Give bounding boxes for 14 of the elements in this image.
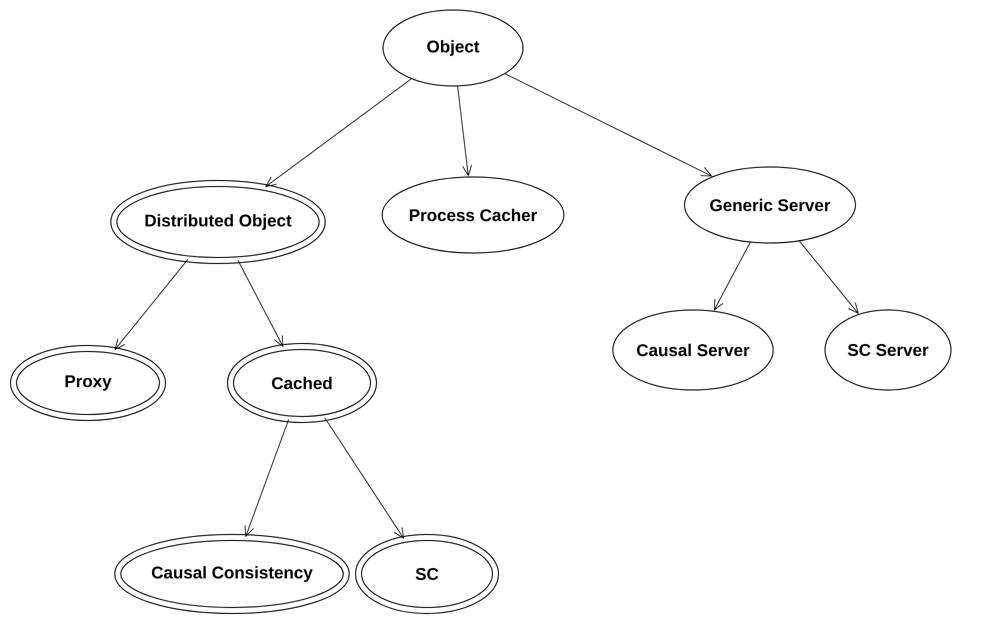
ellipse-node: Process Cacher: [382, 176, 564, 254]
arrow: [457, 86, 472, 177]
ellipse-node: Causal Server: [612, 310, 774, 390]
arrow: [238, 260, 284, 348]
arrow: [714, 242, 751, 311]
arrow: [265, 78, 412, 188]
arrow: [114, 258, 188, 350]
arrow: [504, 73, 712, 176]
ellipse-node: SC Server: [824, 310, 952, 390]
arrow: [324, 418, 404, 540]
arrow: [799, 240, 859, 314]
ellipse-node: Object: [382, 10, 524, 86]
ellipse-node: Generic Server: [684, 166, 856, 244]
arrow: [244, 418, 290, 538]
